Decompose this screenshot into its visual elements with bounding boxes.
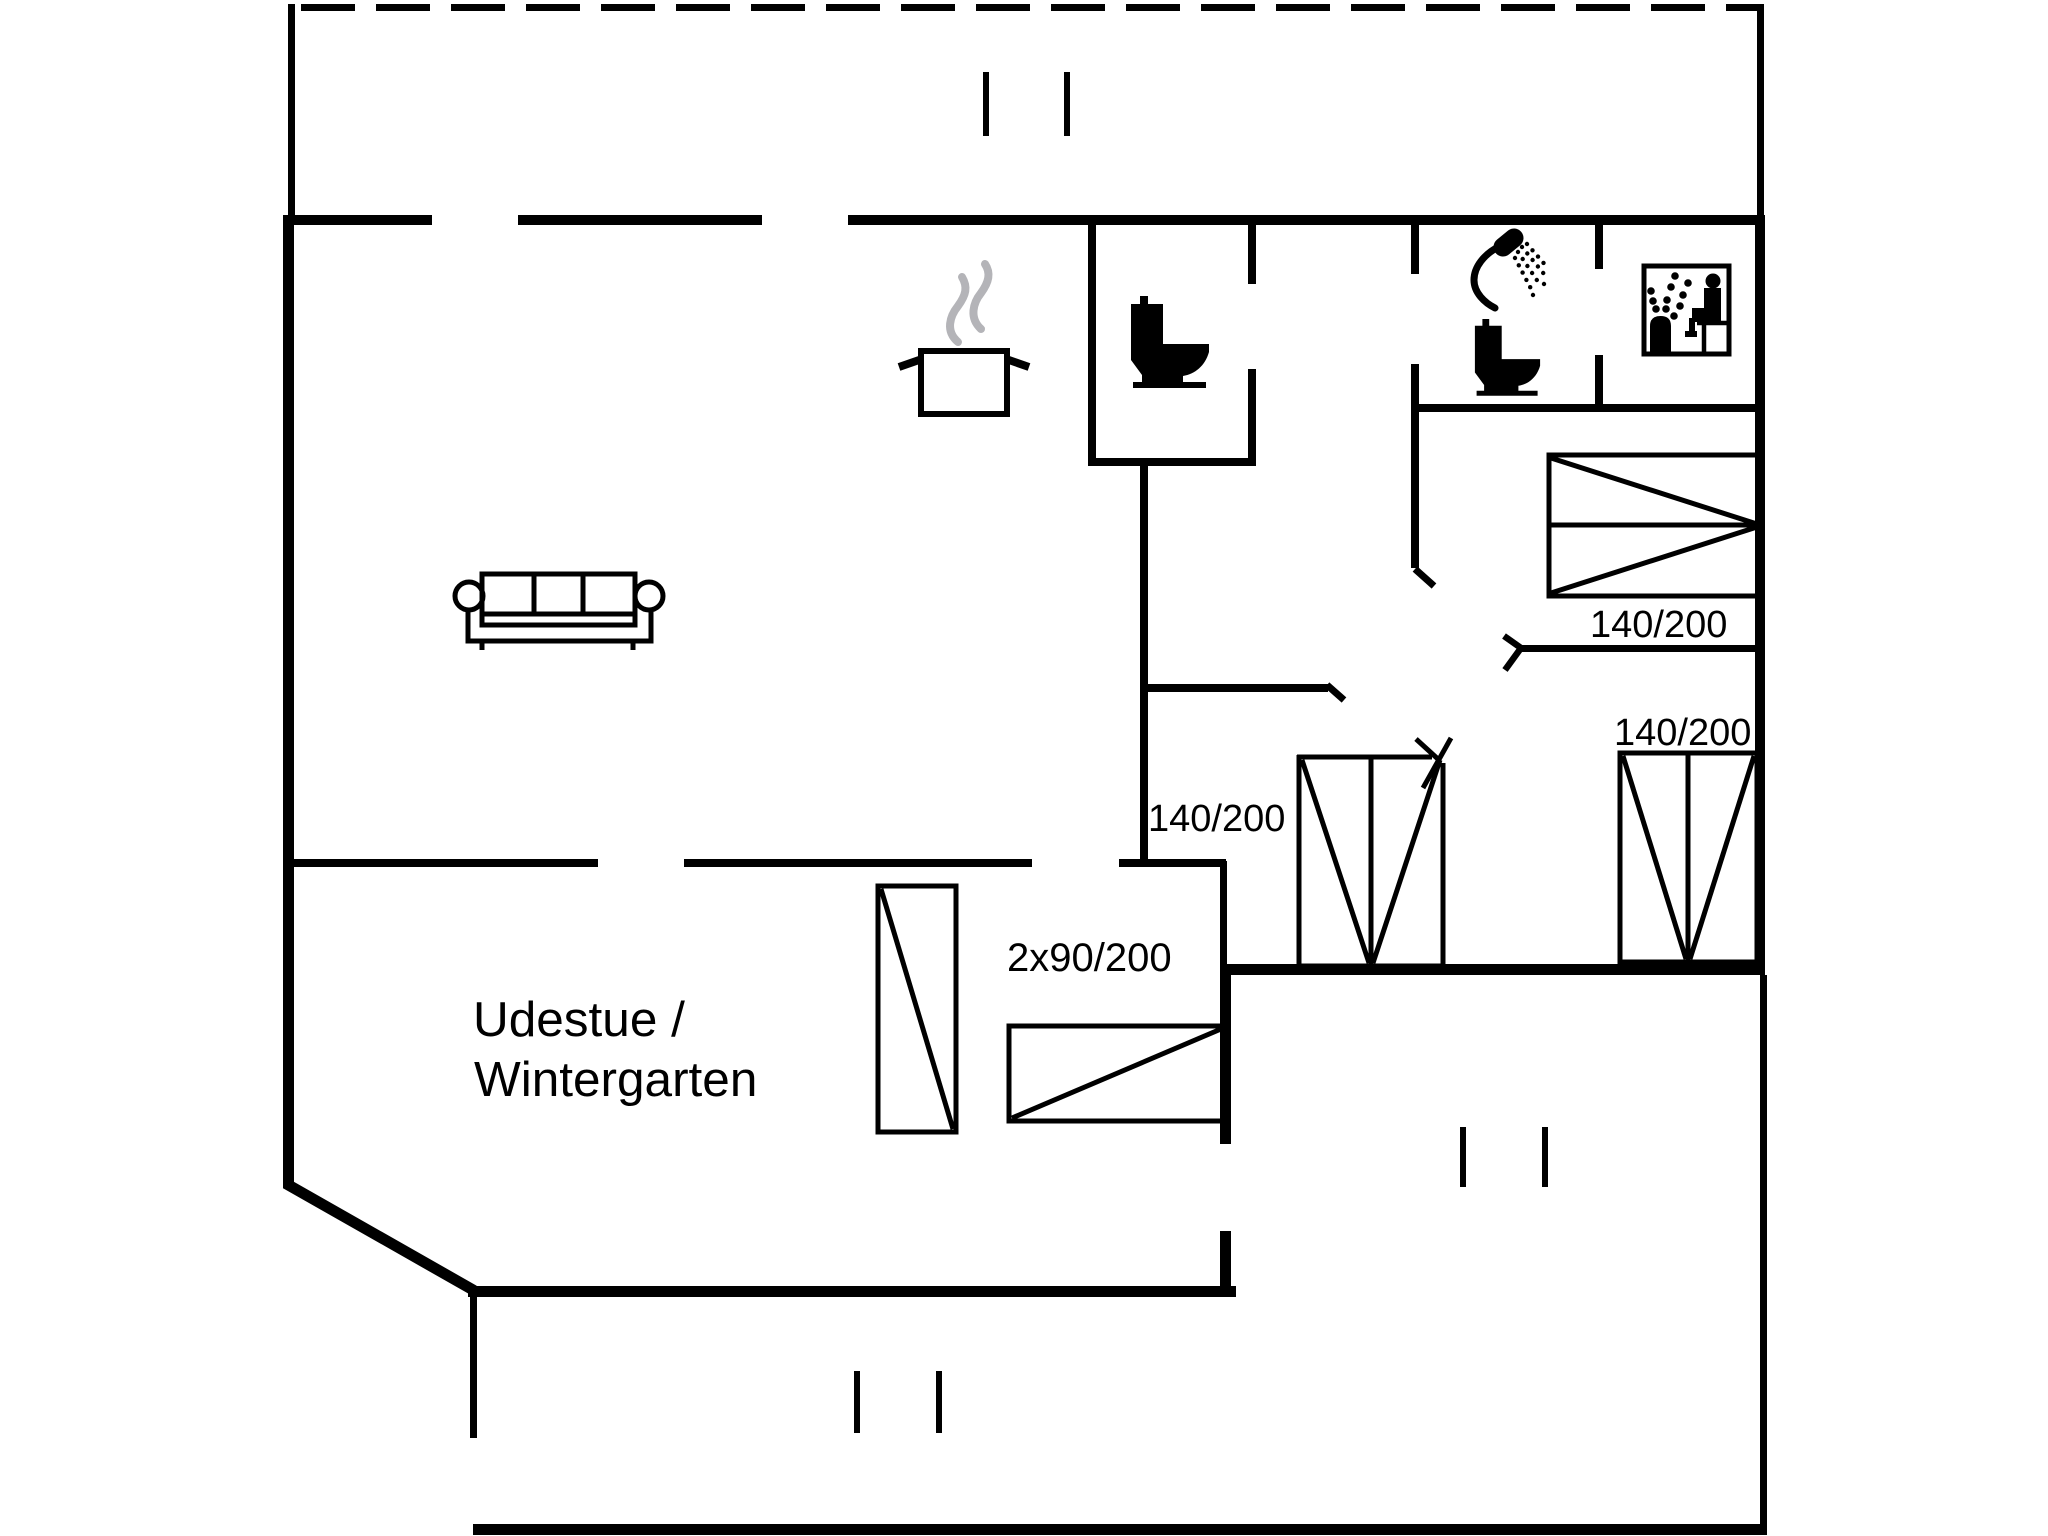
svg-text:140/200: 140/200 xyxy=(1148,798,1285,840)
svg-text:140/200: 140/200 xyxy=(1590,604,1727,646)
svg-text:140/200: 140/200 xyxy=(1614,712,1751,754)
svg-text:Udestue /: Udestue / xyxy=(473,992,685,1047)
svg-text:Wintergarten: Wintergarten xyxy=(474,1052,757,1107)
svg-text:2x90/200: 2x90/200 xyxy=(1007,936,1172,980)
